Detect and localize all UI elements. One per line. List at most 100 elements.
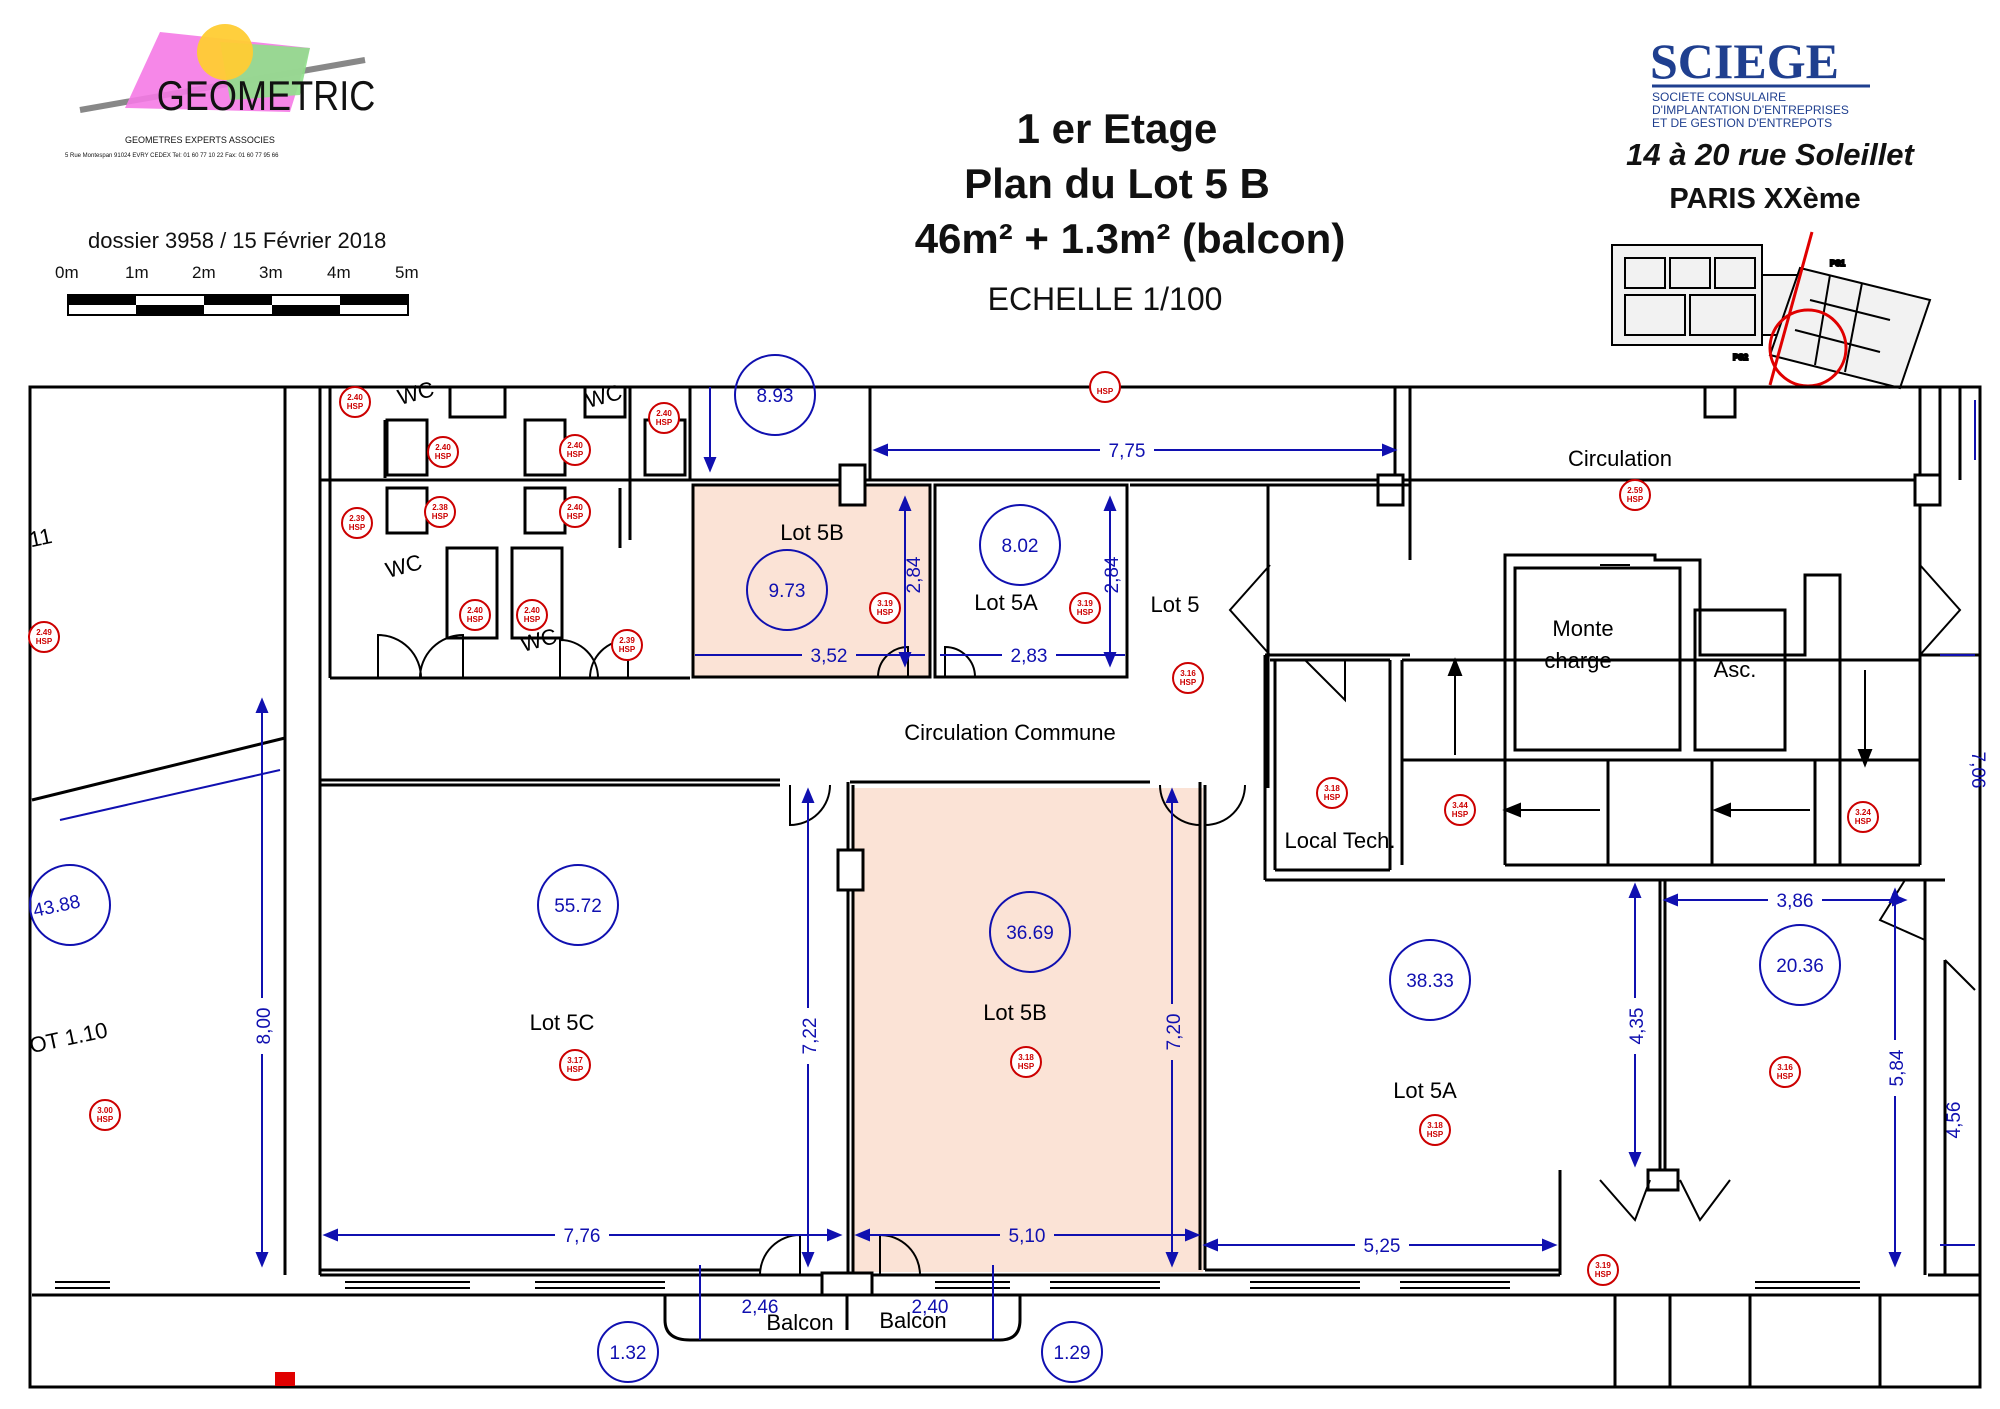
room-asc: Asc. <box>1714 657 1757 682</box>
hsp-label: HSP <box>1777 1072 1794 1081</box>
room-lot-5b-small: Lot 5B <box>780 520 844 545</box>
hsp-label: HSP <box>1097 387 1114 396</box>
area-circles <box>29 354 1841 1383</box>
area-36-69: 36.69 <box>1006 923 1054 944</box>
room-lot-5: Lot 5 <box>1151 592 1200 617</box>
hsp-label: HSP <box>36 637 53 646</box>
hsp-label: HSP <box>567 1065 584 1074</box>
hsp-value: 2.49 <box>36 628 52 637</box>
area-55-72: 55.72 <box>554 896 602 917</box>
area-43-88: 43.88 <box>31 891 82 921</box>
hsp-value: 2.39 <box>349 514 365 523</box>
key-plan-ps1: PS1 <box>1830 259 1846 268</box>
hsp-value: 3.24 <box>1855 808 1871 817</box>
hsp-value: 2.40 <box>467 606 483 615</box>
area-38-33: 38.33 <box>1406 971 1454 992</box>
area-1-29: 1.29 <box>1054 1343 1091 1364</box>
room-monte-charge-2: charge <box>1544 648 1611 673</box>
dim-2-84-b: 2,84 <box>1102 556 1123 593</box>
hsp-label: HSP <box>567 512 584 521</box>
hsp-label: HSP <box>1324 793 1341 802</box>
dim-7-06: 7,06 <box>1967 752 1988 789</box>
hsp-value: 2.39 <box>619 636 635 645</box>
hsp-label: HSP <box>656 418 673 427</box>
title-line-3: 46m² + 1.3m² (balcon) <box>915 215 1346 262</box>
hsp-label: HSP <box>1452 810 1469 819</box>
room-monte-charge-1: Monte <box>1552 616 1613 641</box>
dim-7-22: 7,22 <box>800 1018 821 1055</box>
sciege-line-1: SOCIETE CONSULAIRE <box>1652 90 1786 104</box>
hsp-label: HSP <box>347 402 364 411</box>
room-wc-2: WC <box>583 379 625 413</box>
hsp-value: 2.40 <box>347 393 363 402</box>
room-lot-5c: Lot 5C <box>530 1010 595 1035</box>
hsp-label: HSP <box>567 450 584 459</box>
hsp-value: 2.40 <box>567 441 583 450</box>
hsp-value: 3.00 <box>97 1106 113 1115</box>
dim-8-00: 8,00 <box>254 1008 275 1045</box>
dim-7-20: 7,20 <box>1164 1014 1185 1051</box>
dim-2-84-a: 2,84 <box>904 556 925 593</box>
hsp-label: HSP <box>435 452 452 461</box>
title-line-2: Plan du Lot 5 B <box>964 160 1270 207</box>
address-street: 14 à 20 rue Soleillet <box>1626 137 1915 172</box>
sciege-name: SCIEGE <box>1650 33 1839 89</box>
dim-4-56: 4,56 <box>1944 1102 1965 1139</box>
sciege-logo: SCIEGE SOCIETE CONSULAIRE D'IMPLANTATION… <box>1650 33 1870 130</box>
hsp-markers <box>28 371 1879 1286</box>
hsp-label: HSP <box>1595 1270 1612 1279</box>
dim-2-83: 2,83 <box>1011 646 1048 667</box>
hsp-value: 3.19 <box>877 599 893 608</box>
scale-label-4: 4m <box>327 263 351 282</box>
title-line-1: 1 er Etage <box>1017 105 1218 152</box>
address-city: PARIS XXème <box>1669 183 1860 215</box>
room-local-tech: Local Tech. <box>1285 828 1396 853</box>
room-lot-5a-small: Lot 5A <box>974 590 1038 615</box>
area-8-02: 8.02 <box>1002 536 1039 557</box>
hsp-label: HSP <box>467 615 484 624</box>
dim-5-84: 5,84 <box>1887 1049 1908 1086</box>
dim-3-52: 3,52 <box>811 646 848 667</box>
walls <box>31 385 1980 1387</box>
dim-3-86: 3,86 <box>1777 891 1814 912</box>
hsp-value: 3.19 <box>1595 1261 1611 1270</box>
area-20-36: 20.36 <box>1776 956 1824 977</box>
hsp-label: HSP <box>1180 678 1197 687</box>
geometric-subtitle: GEOMETRES EXPERTS ASSOCIES <box>125 135 275 145</box>
room-lot-1-10: OT 1.10 <box>27 1017 110 1058</box>
hsp-value: 2.40 <box>656 409 672 418</box>
dossier-label: dossier 3958 / 15 Février 2018 <box>88 228 386 253</box>
arrows <box>1447 564 1873 818</box>
scale-label-2: 2m <box>192 263 216 282</box>
lot-5b-main-highlight <box>853 788 1203 1272</box>
scale-text: ECHELLE 1/100 <box>988 281 1223 317</box>
hsp-value: 3.18 <box>1018 1053 1034 1062</box>
hsp-value: 2.40 <box>435 443 451 452</box>
geometric-logo-name: GEOMETRIC <box>157 74 376 120</box>
hsp-label: HSP <box>1855 817 1872 826</box>
dim-2-46: 2,46 <box>742 1297 779 1318</box>
hsp-value: 3.19 <box>1077 599 1093 608</box>
plan-frame <box>28 385 1982 1389</box>
hsp-value: 3.17 <box>567 1056 583 1065</box>
hsp-label: HSP <box>1018 1062 1035 1071</box>
scale-label-5: 5m <box>395 263 419 282</box>
hsp-value: 3.18 <box>1427 1121 1443 1130</box>
hsp-value: 2.59 <box>1627 486 1643 495</box>
hsp-value: 2.38 <box>432 503 448 512</box>
hsp-label: HSP <box>524 615 541 624</box>
dimension-lines <box>59 387 1976 1340</box>
area-8-93: 8.93 <box>757 386 794 407</box>
sciege-line-3: ET DE GESTION D'ENTREPOTS <box>1652 116 1832 130</box>
scale-label-0: 0m <box>55 263 79 282</box>
dim-4-35: 4,35 <box>1627 1008 1648 1045</box>
key-plan: PS1 PS2 <box>1611 231 1932 390</box>
dim-7-75: 7,75 <box>1109 441 1146 462</box>
hsp-label: HSP <box>1627 495 1644 504</box>
hsp-label: HSP <box>619 645 636 654</box>
hsp-value: 3.16 <box>1777 1063 1793 1072</box>
dim-5-25: 5,25 <box>1364 1236 1401 1257</box>
area-1-32: 1.32 <box>610 1343 647 1364</box>
doors <box>377 564 1976 1276</box>
scale-label-1: 1m <box>125 263 149 282</box>
